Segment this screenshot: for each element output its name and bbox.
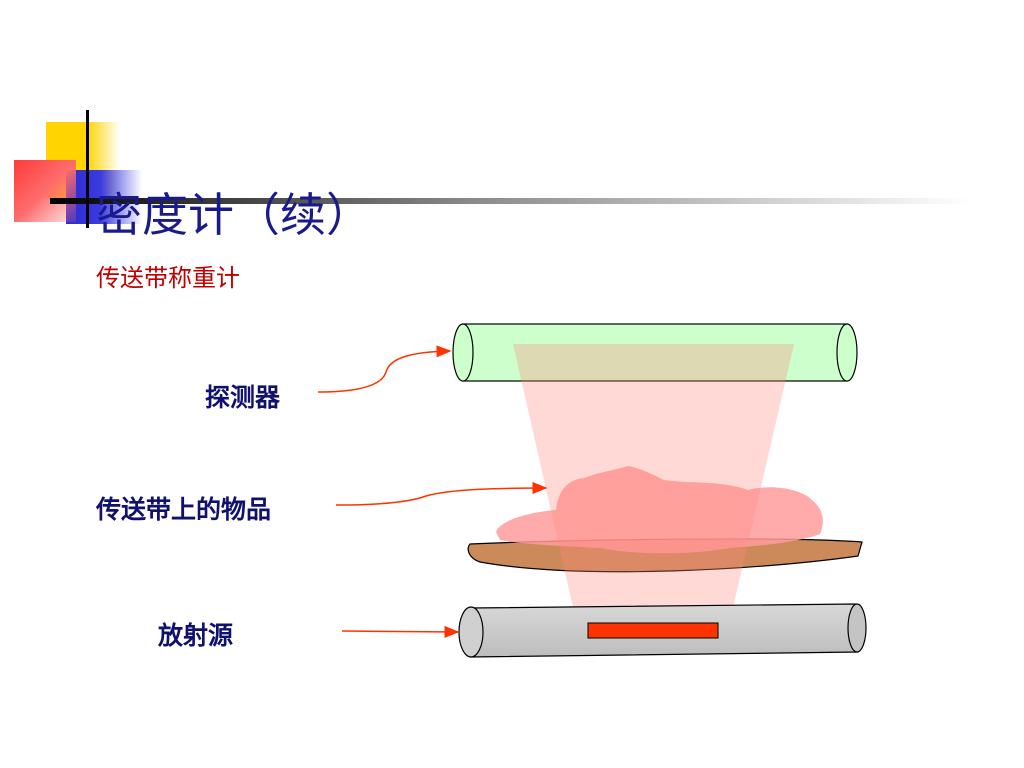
- items-pointer-arrow: [335, 482, 548, 506]
- source-pointer-arrow: [341, 625, 460, 638]
- decor-vertical-line: [86, 110, 89, 228]
- detector-label: 探测器: [205, 383, 281, 412]
- radiation-beam: [513, 344, 794, 638]
- detector-pointer-arrow: [317, 345, 452, 393]
- detector-cylinder: [452, 323, 858, 382]
- decor-blue-square: [66, 170, 142, 224]
- radiation-source-label: 放射源: [158, 621, 234, 650]
- slide-title: 密度计（续）: [96, 188, 372, 242]
- slide-subtitle: 传送带称重计: [96, 264, 240, 292]
- decor-red-square: [14, 160, 76, 222]
- conveyor-items: [496, 466, 823, 554]
- source-emitter: [587, 622, 719, 639]
- title-rule-line: [50, 198, 970, 204]
- conveyor-items-label: 传送带上的物品: [96, 495, 272, 524]
